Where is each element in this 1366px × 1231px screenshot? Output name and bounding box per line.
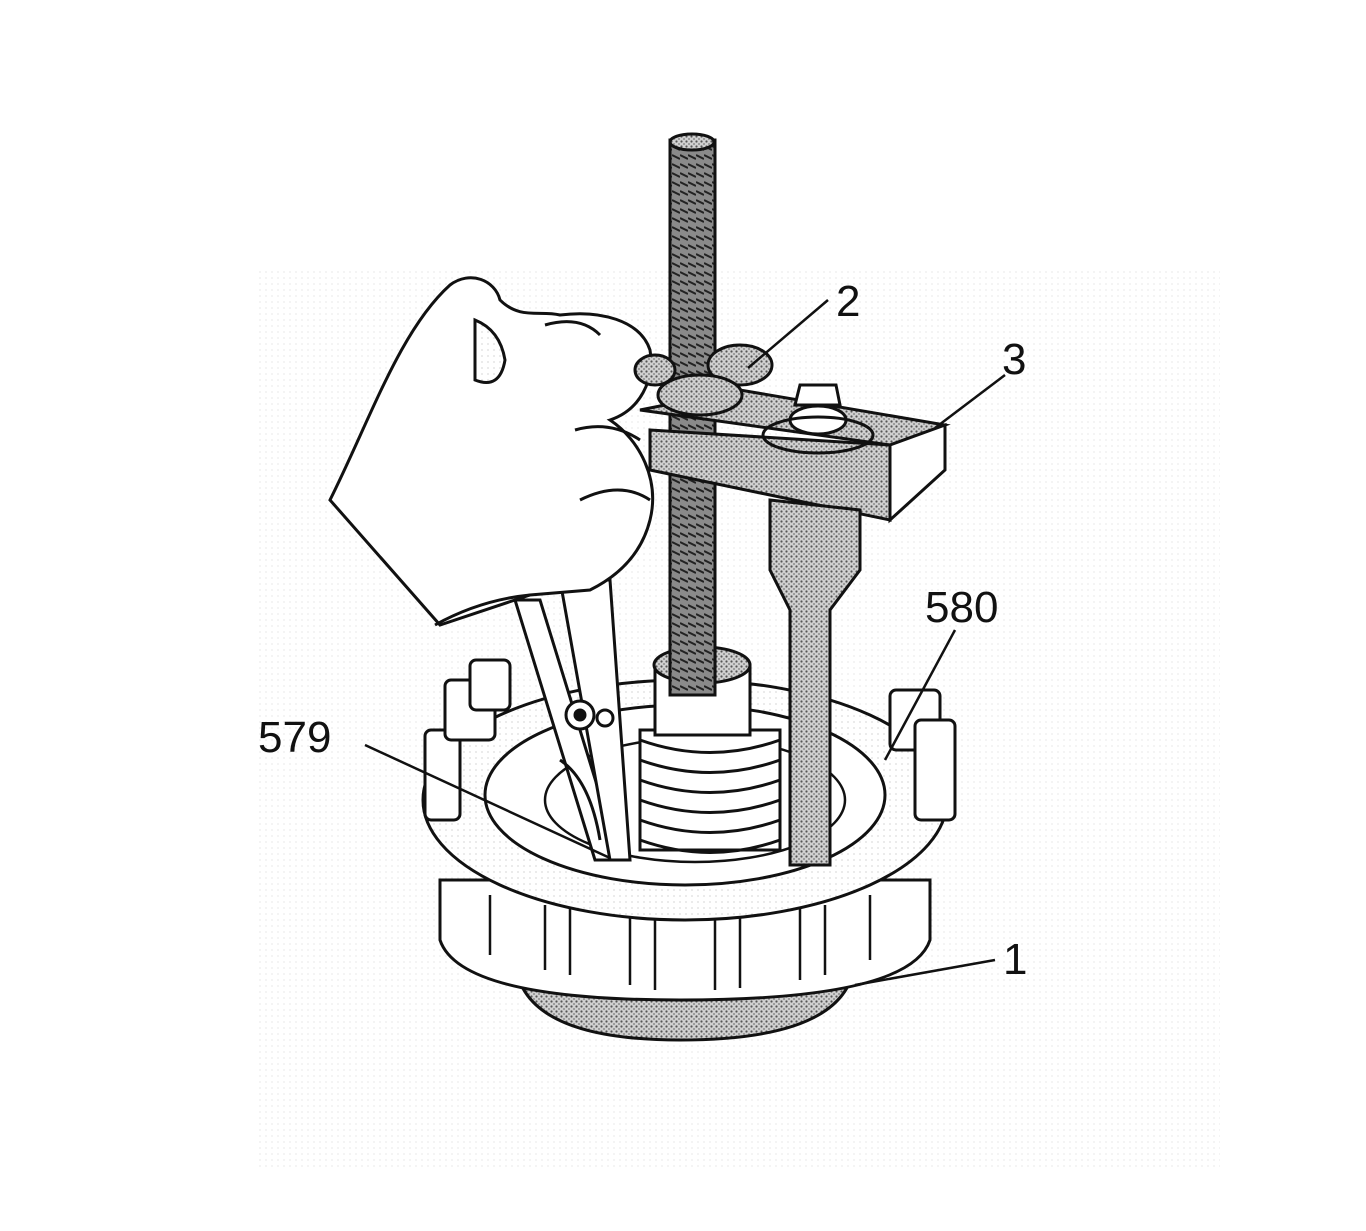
leader-580 bbox=[883, 629, 957, 761]
callout-leaders bbox=[364, 299, 1006, 987]
leader-1 bbox=[854, 958, 996, 987]
technician-hand bbox=[328, 276, 655, 627]
leader-2 bbox=[747, 299, 829, 369]
callout-label-580: 580 bbox=[925, 583, 998, 632]
housing-drum bbox=[438, 878, 932, 1002]
wing-nut bbox=[633, 343, 774, 417]
housing-ridges bbox=[488, 895, 872, 990]
callout-label-579: 579 bbox=[258, 713, 331, 762]
tool-leg bbox=[768, 498, 862, 867]
leader-3 bbox=[934, 374, 1006, 429]
bridge-tool bbox=[639, 383, 951, 524]
leader-579 bbox=[364, 743, 611, 860]
callout-label-1: 1 bbox=[1003, 935, 1027, 984]
callout-label-2: 2 bbox=[836, 277, 860, 326]
housing-crenellations bbox=[423, 658, 957, 822]
callout-label-3: 3 bbox=[1002, 335, 1026, 384]
